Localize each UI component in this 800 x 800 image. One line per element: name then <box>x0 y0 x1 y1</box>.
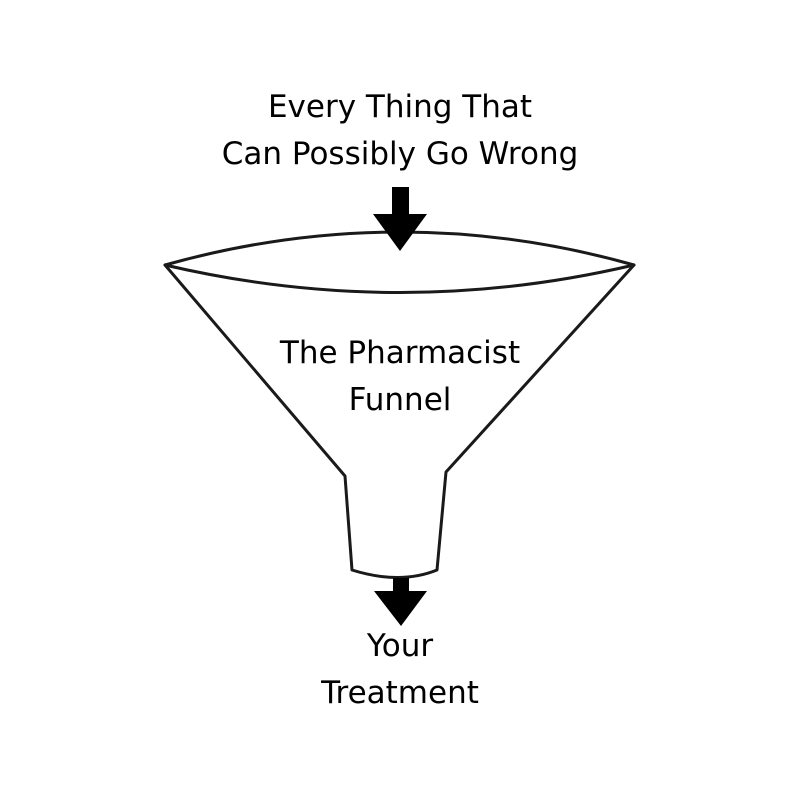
output-label-line-2: Treatment <box>321 675 479 711</box>
input-label-line-1: Every Thing That <box>267 89 533 125</box>
output-label: Your Treatment <box>0 623 800 717</box>
input-arrow-icon <box>373 187 427 251</box>
funnel-outline <box>163 263 636 579</box>
output-label-line-1: Your <box>366 628 434 664</box>
output-arrow-icon <box>374 578 427 626</box>
funnel-label-line-2: Funnel <box>348 382 452 418</box>
input-label: Every Thing That Can Possibly Go Wrong <box>0 84 800 178</box>
funnel-label-line-1: The Pharmacist <box>279 335 521 371</box>
input-label-line-2: Can Possibly Go Wrong <box>221 136 579 172</box>
funnel-rim <box>163 230 636 294</box>
funnel-label: The Pharmacist Funnel <box>0 330 800 424</box>
